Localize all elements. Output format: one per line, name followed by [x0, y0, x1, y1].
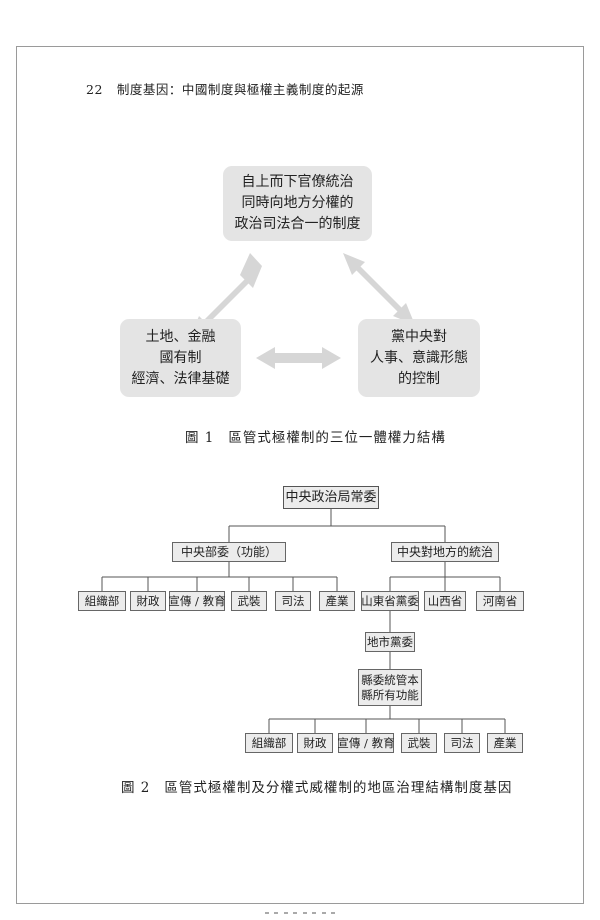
box-line: 土地、金融: [145, 328, 216, 345]
box-line: 黨中央對: [391, 328, 447, 345]
caption-text: 區管式極權制及分權式威權制的地區治理結構制度基因: [164, 780, 513, 796]
node-central-organization: 組織部: [78, 591, 126, 611]
node-county-judiciary: 司法: [444, 733, 480, 753]
box-line: 國有制: [159, 349, 202, 366]
node-county-committee: 縣委統管本 縣所有功能: [358, 669, 422, 706]
node-county-propaganda: 宣傳 / 教育: [337, 733, 395, 753]
box-political-system: 自上而下官僚統治 同時向地方分權的 政治司法合一的制度: [223, 166, 372, 241]
node-central-local-rule: 中央對地方的統治: [391, 542, 499, 562]
running-header: 22 制度基因：中國制度與極權主義制度的起源: [86, 79, 364, 98]
node-standing-committee: 中央政治局常委: [283, 486, 379, 509]
arrow-top-left: [190, 253, 262, 338]
bottom-dots: [265, 912, 335, 916]
box-line: 的控制: [398, 370, 440, 387]
box-line: 經濟、法律基礎: [131, 370, 230, 387]
node-central-judiciary: 司法: [275, 591, 311, 611]
box-line: 同時向地方分權的: [241, 195, 354, 211]
node-county-finance: 財政: [297, 733, 333, 753]
node-province-shandong: 山東省黨委: [361, 591, 419, 611]
figure1-caption: 圖 1 區管式極權制的三位一體權力結構: [185, 426, 446, 446]
node-county-line: 縣委統管本: [361, 672, 419, 687]
box-economic-base: 土地、金融 國有制 經濟、法律基礎: [120, 319, 241, 397]
page-frame: [16, 46, 584, 904]
node-province-shanxi: 山西省: [424, 591, 466, 611]
box-party-control: 黨中央對 人事、意識形態 的控制: [358, 319, 480, 397]
node-city-party-committee: 地市黨委: [365, 632, 415, 652]
running-title: 制度基因：中國制度與極權主義制度的起源: [116, 82, 364, 97]
box-line: 政治司法合一的制度: [234, 216, 361, 232]
node-central-ministries: 中央部委（功能）: [172, 542, 286, 562]
node-central-military: 武裝: [231, 591, 267, 611]
caption-text: 區管式極權制的三位一體權力結構: [228, 430, 446, 446]
caption-number: 圖 1: [185, 430, 215, 446]
node-county-military: 武裝: [401, 733, 437, 753]
figure2-caption: 圖 2 區管式極權制及分權式威權制的地區治理結構制度基因: [121, 776, 512, 796]
node-county-industry: 產業: [487, 733, 523, 753]
arrow-horizontal: [256, 347, 341, 369]
node-province-henan: 河南省: [476, 591, 524, 611]
box-line: 自上而下官僚統治: [241, 174, 354, 190]
box-line: 人事、意識形態: [370, 349, 468, 366]
node-county-organization: 組織部: [245, 733, 293, 753]
node-county-line: 縣所有功能: [361, 687, 419, 702]
node-central-finance: 財政: [130, 591, 166, 611]
node-central-industry: 產業: [319, 591, 355, 611]
node-central-propaganda: 宣傳 / 教育: [168, 591, 226, 611]
page-number: 22: [86, 82, 103, 97]
caption-number: 圖 2: [121, 780, 151, 796]
arrow-top-right: [343, 253, 415, 325]
